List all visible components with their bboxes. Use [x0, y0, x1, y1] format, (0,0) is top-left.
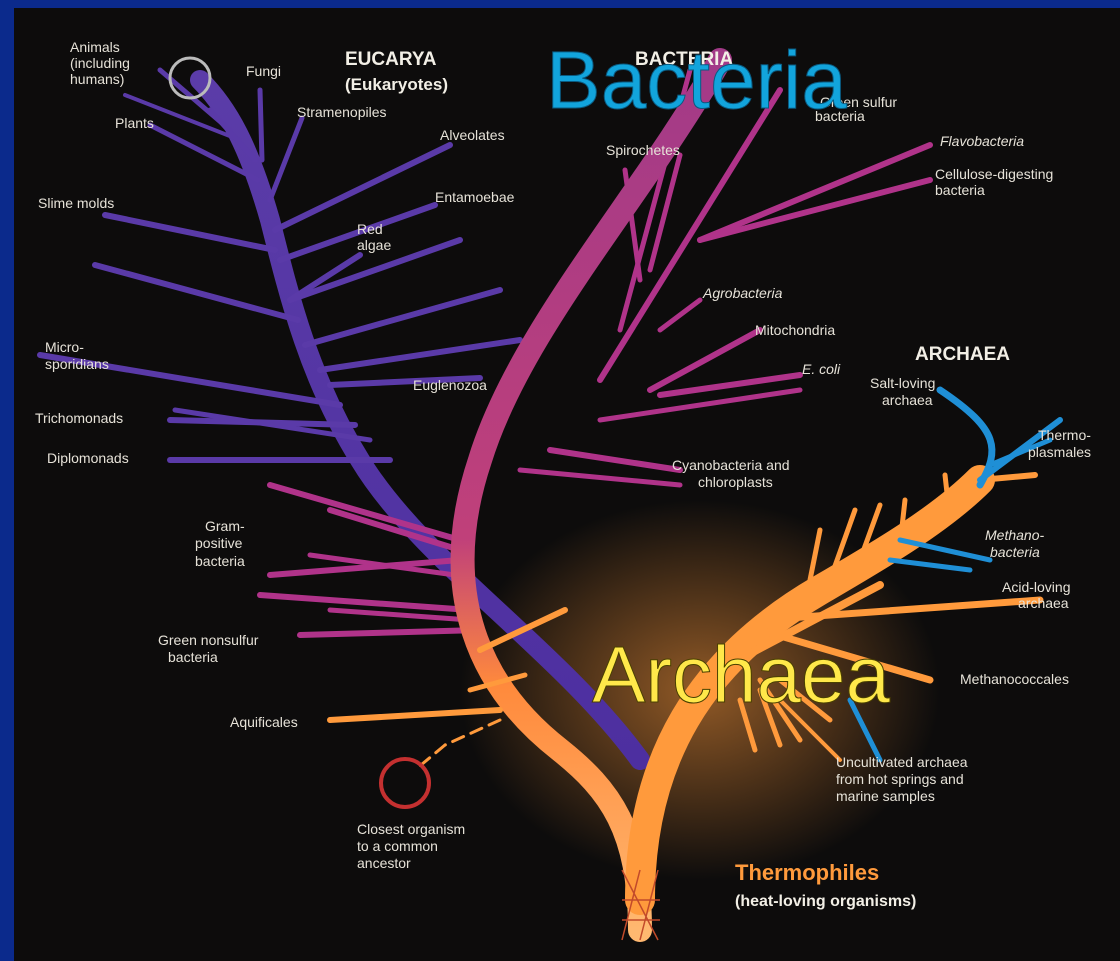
label-methanobacteria-1: Methano-	[985, 527, 1044, 543]
label-plants: Plants	[115, 115, 154, 131]
label-microsporidians-1: Micro-	[45, 339, 84, 355]
label-ecoli: E. coli	[802, 361, 841, 377]
label-thermoplasmales-2: plasmales	[1028, 444, 1091, 460]
tree-of-life-illustration: EUCARYA (Eukaryotes) BACTERIA ARCHAEA Th…	[14, 8, 1120, 961]
label-aquificales: Aquificales	[230, 714, 298, 730]
bacteria-overlay-title: Bacteria	[546, 35, 847, 126]
label-animals-2: (including	[70, 55, 130, 71]
thermophiles-title: Thermophiles	[735, 860, 879, 885]
label-euglenozoa: Euglenozoa	[413, 377, 487, 393]
thermophiles-subtitle: (heat-loving organisms)	[735, 893, 916, 910]
label-methanococcales: Methanococcales	[960, 671, 1069, 687]
label-cellulose-1: Cellulose-digesting	[935, 166, 1053, 182]
label-alveolates: Alveolates	[440, 127, 505, 143]
label-green-nonsulfur-1: Green nonsulfur	[158, 632, 259, 648]
label-closest-2: to a common	[357, 838, 438, 854]
label-gram-positive-3: bacteria	[195, 553, 245, 569]
label-methanobacteria-2: bacteria	[990, 544, 1040, 560]
label-closest-3: ancestor	[357, 855, 411, 871]
label-uncultivated-2: from hot springs and	[836, 771, 964, 787]
common-ancestor-circle	[381, 759, 429, 807]
label-gram-positive-2: positive	[195, 535, 243, 551]
label-microsporidians-2: sporidians	[45, 356, 109, 372]
label-acid-loving-1: Acid-loving	[1002, 579, 1070, 595]
archaea-overlay-title: Archaea	[592, 630, 890, 719]
label-salt-loving-2: archaea	[882, 392, 933, 408]
label-uncultivated-1: Uncultivated archaea	[836, 754, 968, 770]
label-slime-molds: Slime molds	[38, 195, 114, 211]
label-animals-3: humans)	[70, 71, 124, 87]
label-closest-1: Closest organism	[357, 821, 465, 837]
label-stramenopiles: Stramenopiles	[297, 104, 387, 120]
label-salt-loving-1: Salt-loving	[870, 375, 935, 391]
label-thermoplasmales-1: Thermo-	[1038, 427, 1091, 443]
label-agrobacteria: Agrobacteria	[702, 285, 783, 301]
label-spirochetes: Spirochetes	[606, 142, 680, 158]
label-fungi: Fungi	[246, 63, 281, 79]
label-diplomonads: Diplomonads	[47, 450, 129, 466]
eucarya-branch	[40, 70, 640, 760]
label-animals-1: Animals	[70, 39, 120, 55]
label-red-algae-1: Red	[357, 221, 383, 237]
label-gram-positive-1: Gram-	[205, 518, 245, 534]
label-red-algae-2: algae	[357, 237, 391, 253]
label-acid-loving-2: archaea	[1018, 595, 1069, 611]
label-entamoebae: Entamoebae	[435, 189, 515, 205]
label-mitochondria: Mitochondria	[755, 322, 835, 338]
label-cellulose-2: bacteria	[935, 182, 985, 198]
label-trichomonads: Trichomonads	[35, 410, 123, 426]
eucarya-header: EUCARYA	[345, 49, 437, 70]
archaea-header: ARCHAEA	[915, 344, 1010, 365]
label-uncultivated-3: marine samples	[836, 788, 935, 804]
tree-of-life-diagram: EUCARYA (Eukaryotes) BACTERIA ARCHAEA Th…	[14, 8, 1120, 961]
label-flavobacteria: Flavobacteria	[940, 133, 1024, 149]
eucarya-subheader: (Eukaryotes)	[345, 75, 448, 94]
label-cyanobacteria-1: Cyanobacteria and	[672, 457, 790, 473]
label-green-nonsulfur-2: bacteria	[168, 649, 218, 665]
label-cyanobacteria-2: chloroplasts	[698, 474, 773, 490]
